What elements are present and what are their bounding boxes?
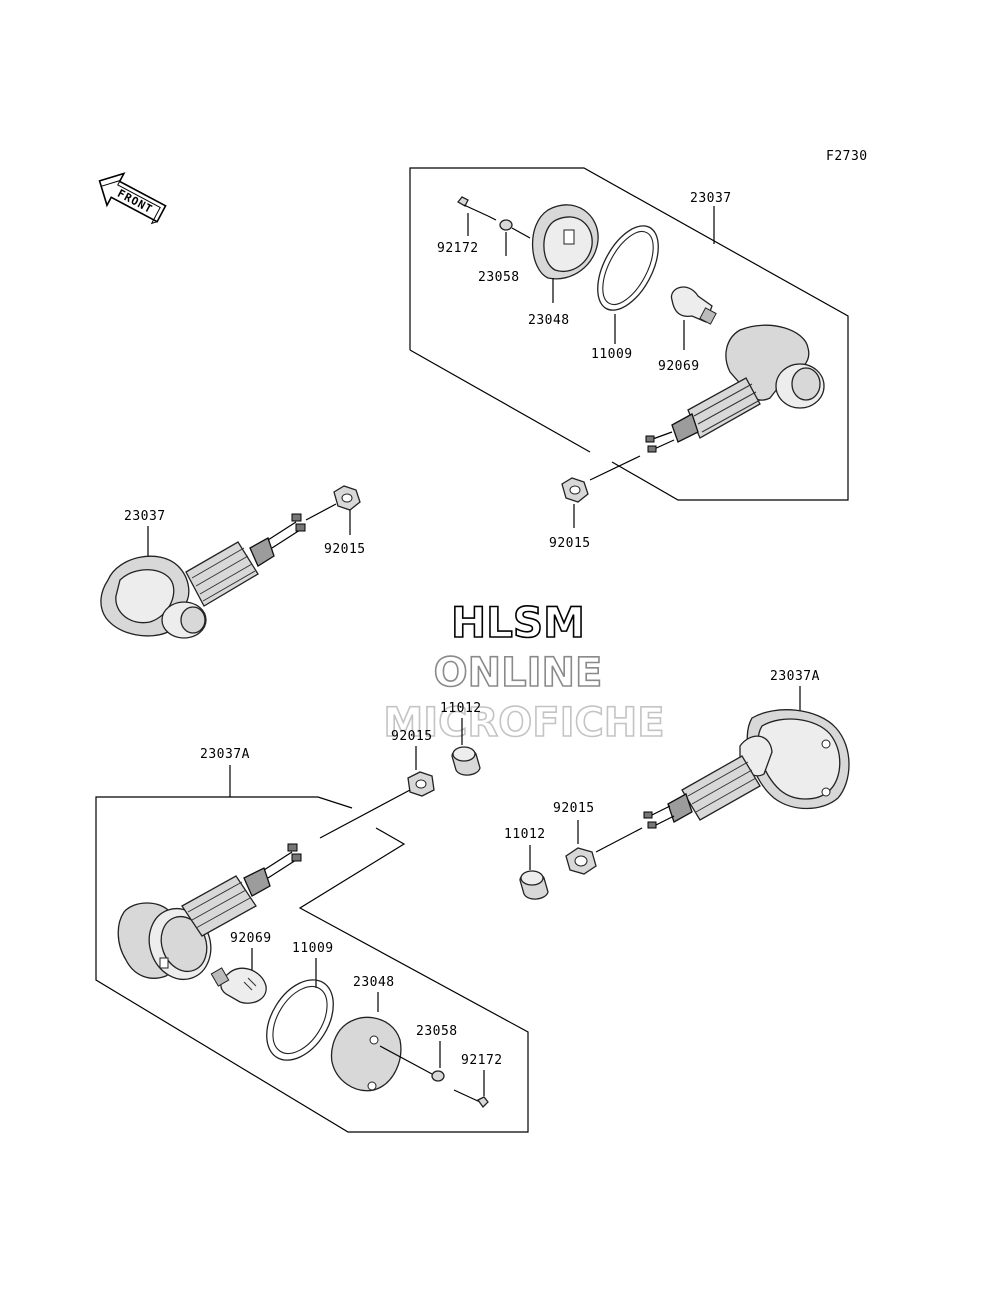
- watermark-line1: HLSM: [451, 598, 585, 647]
- part-23058-bottom: 23058: [416, 1024, 458, 1039]
- turn-signal-body-left: [100, 513, 306, 639]
- leader: [511, 227, 531, 239]
- nut-92015-right: [565, 847, 597, 875]
- washer-23058-top: [499, 219, 513, 231]
- gasket-11009-bottom: [266, 979, 334, 1061]
- top-assembly-frame: [409, 167, 849, 501]
- part-23037-left: 23037: [124, 509, 166, 524]
- collar-11012-mid: [451, 746, 481, 776]
- part-23037-top: 23037: [690, 191, 732, 206]
- part-11009-top: 11009: [591, 347, 633, 362]
- figure-code: F2730: [826, 149, 868, 164]
- watermark-line3: MICROFICHE: [383, 700, 664, 746]
- leader: [589, 455, 641, 481]
- turn-signal-body-top: [645, 324, 825, 453]
- lens-23048-bottom: [330, 1016, 402, 1092]
- gasket-11009-top: [597, 225, 659, 311]
- nut-92015-left: [333, 485, 361, 511]
- bulb-92069-top: [670, 286, 717, 325]
- front-arrow-icon: FRONT: [98, 172, 167, 225]
- watermark-line2: ONLINE: [434, 650, 603, 696]
- part-92015-right: 92015: [553, 801, 595, 816]
- part-92069-bottom: 92069: [230, 931, 272, 946]
- part-23058-top: 23058: [478, 270, 520, 285]
- part-92069-top: 92069: [658, 359, 700, 374]
- part-92015-left: 92015: [324, 542, 366, 557]
- top-frame-diag: [409, 349, 591, 453]
- leader: [319, 789, 411, 839]
- part-92172-bottom: 92172: [461, 1053, 503, 1068]
- part-23048-top: 23048: [528, 313, 570, 328]
- turn-signal-body-right: [643, 709, 850, 829]
- part-23037A-bottom: 23037A: [200, 747, 250, 762]
- leader: [595, 827, 643, 853]
- washer-23058-bottom: [431, 1070, 445, 1082]
- nut-92015-top: [561, 477, 589, 503]
- part-11009-bottom: 11009: [292, 941, 334, 956]
- part-23037A-right: 23037A: [770, 669, 820, 684]
- part-11012-mid: 11012: [440, 701, 482, 716]
- screw-92172-top: [457, 196, 497, 221]
- nut-92015-mid: [407, 771, 435, 797]
- bottom-assembly-frame: [95, 796, 529, 1133]
- bulb-92069-bottom: [210, 967, 267, 1004]
- part-23048-bottom: 23048: [353, 975, 395, 990]
- turn-signal-body-bottom: [117, 843, 302, 981]
- leader: [379, 1045, 433, 1075]
- part-92015-top: 92015: [549, 536, 591, 551]
- leader: [305, 503, 337, 521]
- part-92015-mid: 92015: [391, 729, 433, 744]
- part-92172-top: 92172: [437, 241, 479, 256]
- lens-23048-top: [531, 204, 599, 280]
- screw-92172-bottom: [453, 1089, 489, 1109]
- part-11012-right: 11012: [504, 827, 546, 842]
- collar-11012-right: [519, 870, 549, 900]
